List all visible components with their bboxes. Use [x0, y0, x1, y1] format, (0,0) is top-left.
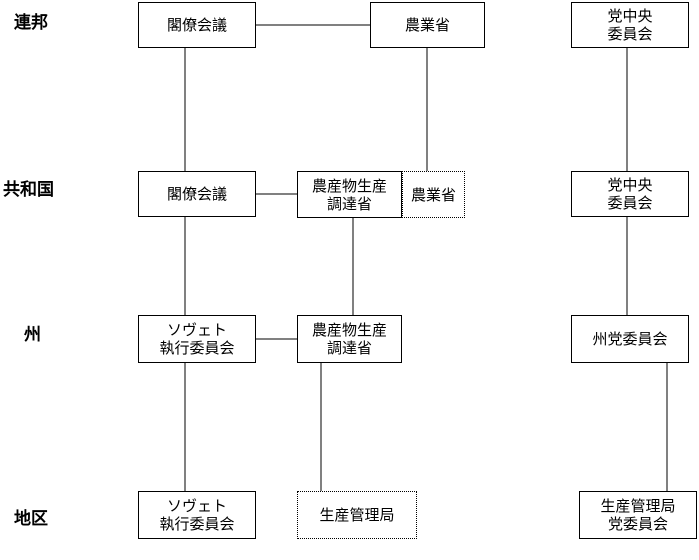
box-label-line-1: 農産物生産 — [311, 321, 387, 339]
box-label-line-1: 生産管理局 — [600, 497, 676, 515]
box-label-line-1: 農産物生産 — [311, 176, 387, 195]
box-federal-ministry-of-agriculture: 農業省 — [370, 2, 485, 48]
box-republic-procurement-ministry: 農産物生産 調達省 — [297, 171, 402, 218]
box-oblast-party-committee: 州党委員会 — [571, 315, 689, 363]
box-label: 農業省 — [410, 185, 456, 204]
box-label-line-2: 委員会 — [607, 194, 653, 212]
box-label-line-2: 執行委員会 — [159, 339, 235, 357]
level-label-district: 地区 — [14, 509, 48, 529]
box-label: 閣僚会議 — [166, 185, 227, 203]
box-label-line-1: ソヴェト — [166, 497, 227, 515]
box-label: 農業省 — [404, 16, 450, 34]
box-federal-party-central-committee: 党中央 委員会 — [571, 2, 689, 48]
box-federal-council-of-ministers: 閣僚会議 — [138, 2, 256, 48]
box-label-line-2: 党委員会 — [607, 515, 668, 533]
box-republic-ministry-of-agriculture: 農業省 — [402, 171, 465, 218]
box-oblast-procurement-ministry: 農産物生産 調達省 — [297, 315, 402, 363]
box-label-line-1: 党中央 — [607, 7, 653, 25]
box-label: 閣僚会議 — [166, 16, 227, 34]
box-republic-council-of-ministers: 閣僚会議 — [138, 171, 256, 217]
box-district-soviet-executive-committee: ソヴェト 執行委員会 — [138, 491, 256, 539]
box-label-line-1: 党中央 — [607, 176, 653, 194]
box-label-line-2: 調達省 — [326, 194, 372, 213]
level-label-oblast: 州 — [24, 325, 41, 345]
box-label-line-1: ソヴェト — [166, 321, 227, 339]
box-district-production-admin-party-committee: 生産管理局 党委員会 — [579, 491, 697, 539]
box-label-line-2: 調達省 — [326, 339, 372, 357]
level-label-republic: 共和国 — [3, 180, 54, 200]
box-label-line-2: 委員会 — [607, 25, 653, 43]
box-label: 生産管理局 — [319, 506, 395, 524]
box-district-production-administration: 生産管理局 — [297, 491, 417, 539]
box-label: 州党委員会 — [592, 330, 668, 348]
box-oblast-soviet-executive-committee: ソヴェト 執行委員会 — [138, 315, 256, 363]
box-label-line-2: 執行委員会 — [159, 515, 235, 533]
level-label-federal: 連邦 — [14, 13, 48, 33]
box-republic-party-central-committee: 党中央 委員会 — [571, 171, 689, 217]
